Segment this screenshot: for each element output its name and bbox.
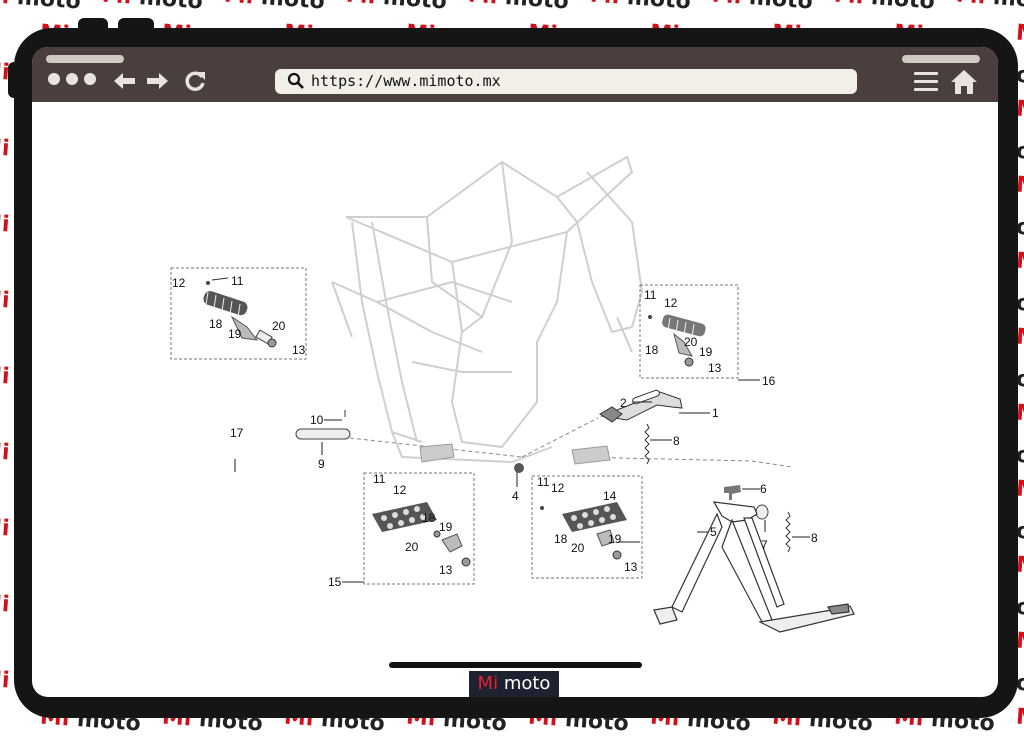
sidestand-1-2 <box>599 389 683 423</box>
box-16 <box>639 284 739 379</box>
shaft-9 <box>295 410 351 440</box>
footpeg-16-parts <box>648 314 706 367</box>
hamburger-menu-icon[interactable] <box>914 72 938 96</box>
watermark-text: Mi moto <box>345 0 447 14</box>
callout-15: 15 <box>328 575 342 589</box>
watermark-text: Mi moto <box>833 0 935 14</box>
search-icon <box>287 72 304 89</box>
footpeg-15-parts <box>372 502 471 567</box>
callout-19: 19 <box>699 345 713 359</box>
reload-icon[interactable] <box>183 69 207 93</box>
watermark-text: Mi moto <box>1015 20 1024 48</box>
callout-11: 11 <box>644 288 657 302</box>
callout-13: 13 <box>624 560 638 574</box>
callout-20: 20 <box>405 540 419 554</box>
device-side-button <box>8 62 18 98</box>
watermark-text: Mi moto <box>0 0 82 14</box>
main-stand-5 <box>653 501 855 633</box>
tab-placeholder[interactable] <box>46 55 124 63</box>
callout-20: 20 <box>272 319 286 333</box>
footpeg-17-parts <box>203 277 277 348</box>
callout-6: 6 <box>760 482 767 496</box>
callout-19: 19 <box>228 327 242 341</box>
mimoto-logo: Mi moto <box>469 671 559 697</box>
callout-12: 12 <box>172 276 186 290</box>
callout-11: 11 <box>373 472 386 486</box>
address-bar[interactable]: https://www.mimoto.mx <box>275 69 857 94</box>
callout-7: 7 <box>761 538 768 552</box>
watermark-text: Mi moto <box>223 0 325 14</box>
callout-5: 5 <box>710 525 717 539</box>
callout-12: 12 <box>393 483 407 497</box>
leader-lines <box>234 379 810 583</box>
callout-13: 13 <box>708 361 722 375</box>
window-dots <box>48 73 96 85</box>
callout-1: 1 <box>712 406 719 420</box>
callout-13: 13 <box>439 563 453 577</box>
footpeg-14-parts <box>540 502 627 560</box>
arrow-right-icon[interactable] <box>146 72 168 90</box>
callout-16: 16 <box>762 374 776 388</box>
home-icon[interactable] <box>950 69 978 95</box>
callout-20: 20 <box>684 335 698 349</box>
frame-chassis-drawing <box>331 155 643 464</box>
watermark-text: Mi moto <box>467 0 569 14</box>
callout-14: 14 <box>603 489 617 503</box>
callout-20: 20 <box>571 541 585 555</box>
washer-7 <box>755 504 769 520</box>
parts-diagram: 1245678891011121317181920111213161819201… <box>170 155 855 633</box>
callout-2: 2 <box>620 396 627 410</box>
callout-12: 12 <box>664 296 678 310</box>
callout-8: 8 <box>811 531 818 545</box>
box-15 <box>363 472 475 585</box>
callout-18: 18 <box>209 317 223 331</box>
callout-11: 11 <box>537 475 550 489</box>
home-indicator[interactable] <box>389 662 642 668</box>
spring-8 <box>644 423 791 553</box>
box-14 <box>531 475 643 579</box>
browser-toolbar: https://www.mimoto.mx <box>32 47 998 102</box>
watermark-text: Mi moto <box>101 0 203 14</box>
callout-11: 11 <box>231 274 244 288</box>
callout-18: 18 <box>645 343 659 357</box>
arrow-left-icon[interactable] <box>114 72 136 90</box>
callout-17: 17 <box>230 426 244 440</box>
callout-4: 4 <box>512 489 519 503</box>
nut-4 <box>514 463 524 473</box>
box-17 <box>170 267 307 360</box>
callout-19: 19 <box>439 520 453 534</box>
callout-10: 10 <box>310 413 324 427</box>
callout-18: 18 <box>554 532 568 546</box>
callout-9: 9 <box>318 457 325 471</box>
watermark-text: Mi moto <box>589 0 691 14</box>
callout-19: 19 <box>608 532 622 546</box>
bolt-6 <box>724 485 741 500</box>
tab-placeholder[interactable] <box>902 55 980 63</box>
url-text: https://www.mimoto.mx <box>311 72 501 90</box>
callout-8: 8 <box>673 434 680 448</box>
watermark-text: Mi moto <box>711 0 813 14</box>
callout-18: 18 <box>422 511 436 525</box>
watermark-text: Mi moto <box>955 0 1024 14</box>
callout-12: 12 <box>551 481 565 495</box>
callout-13: 13 <box>292 343 306 357</box>
watermark-text: Mi moto <box>1015 704 1024 732</box>
browser-screen: https://www.mimoto.mx <box>32 47 998 697</box>
